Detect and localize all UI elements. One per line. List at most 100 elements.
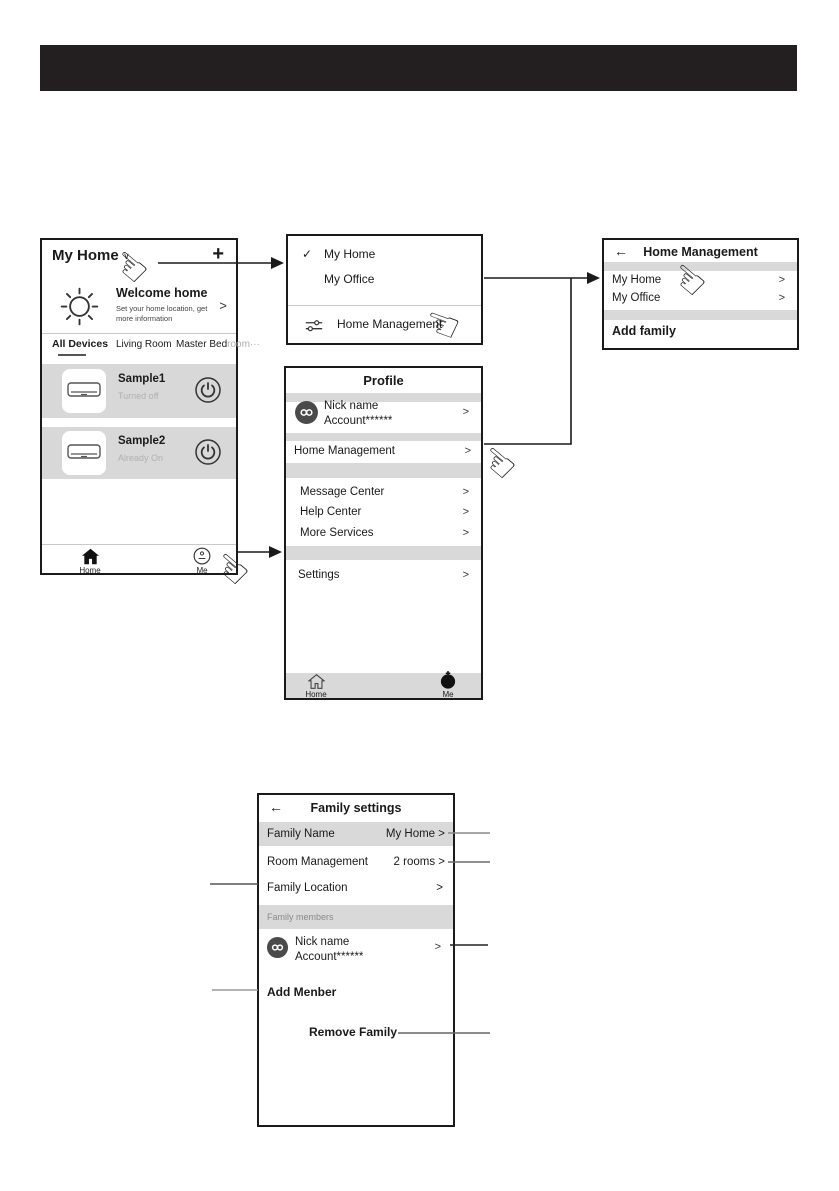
family-members-header: Family members: [267, 912, 334, 922]
device-name: Sample2: [118, 435, 166, 447]
row-family-name-label[interactable]: Family Name: [267, 828, 335, 840]
device-name: Sample1: [118, 373, 166, 385]
divider: [288, 305, 481, 306]
menu-settings[interactable]: Settings: [298, 569, 340, 581]
add-device-button[interactable]: +: [212, 243, 224, 265]
home-icon: [81, 548, 99, 565]
nav-home-label: Home: [305, 690, 327, 699]
add-member-button[interactable]: Add Menber: [267, 985, 337, 999]
ac-unit-thumbnail: [62, 369, 106, 413]
ac-unit-icon: [67, 444, 101, 459]
row-family-name-bg[interactable]: [259, 822, 453, 846]
nav-me[interactable]: Me: [432, 671, 464, 699]
section-band: [286, 463, 481, 478]
back-arrow-icon[interactable]: ←: [269, 799, 283, 815]
profile-nick-name: Nick name: [324, 400, 379, 412]
tab-master-bedroom[interactable]: Master Bedroom···: [176, 339, 260, 350]
check-icon: ✓: [302, 247, 313, 261]
power-button-icon[interactable]: [194, 438, 222, 466]
power-button-icon[interactable]: [194, 376, 222, 404]
tab-master-bedroom-label-muted: room···: [227, 339, 260, 350]
member-account: Account******: [295, 951, 364, 963]
avatar: [266, 936, 289, 959]
profile-screen: Profile Nick name Account****** > Home M…: [284, 366, 483, 700]
nav-me-label: Me: [442, 690, 454, 699]
nav-home[interactable]: Home: [300, 674, 332, 699]
home-screen: My Home ∨ + Welcome home Set your home l…: [40, 238, 260, 575]
divider: [42, 544, 236, 545]
chevron-right-icon: >: [462, 486, 469, 498]
divider: [42, 333, 236, 334]
nav-me[interactable]: Me: [186, 547, 218, 575]
section-band: [286, 393, 481, 402]
device-card-sample1[interactable]: Sample1 Turned off: [42, 364, 236, 418]
section-band: [286, 433, 481, 441]
section-band: [286, 546, 481, 560]
row-room-management-value[interactable]: 2 rooms >: [393, 856, 445, 868]
dropdown-home-management[interactable]: Home Management: [337, 317, 443, 331]
arrowhead: [271, 257, 284, 269]
nav-home[interactable]: Home: [74, 548, 106, 575]
sun-icon: [60, 287, 99, 326]
dropdown-item-my-office[interactable]: My Office: [324, 272, 375, 286]
connector-line: [484, 278, 572, 445]
chevron-right-icon: >: [778, 292, 785, 304]
chevron-right-icon[interactable]: >: [462, 406, 469, 418]
me-icon: [193, 547, 211, 565]
row-my-home-label[interactable]: My Home: [612, 274, 662, 286]
section-band: [604, 310, 797, 320]
dropdown-item-my-home[interactable]: My Home: [324, 247, 376, 261]
arrowhead: [269, 546, 282, 558]
home-dropdown-panel: ✓ My Home My Office Home Management: [286, 234, 483, 345]
menu-help-center[interactable]: Help Center: [300, 506, 362, 518]
menu-home-management[interactable]: Home Management: [294, 445, 395, 457]
row-family-location-value[interactable]: >: [436, 882, 443, 894]
welcome-title: Welcome home: [116, 286, 208, 300]
chevron-right-icon: >: [462, 569, 469, 581]
family-settings-screen: ← Family settings Family Name My Home > …: [257, 793, 455, 1127]
menu-message-center[interactable]: Message Center: [300, 486, 385, 498]
section-band: [604, 262, 797, 271]
chevron-right-icon[interactable]: >: [464, 445, 471, 457]
tab-all-devices[interactable]: All Devices: [52, 338, 109, 350]
add-family-button[interactable]: Add family: [612, 324, 676, 338]
row-family-name-value[interactable]: My Home >: [385, 828, 445, 840]
home-title-dropdown[interactable]: My Home ∨: [52, 247, 130, 265]
home-title: My Home: [52, 247, 119, 264]
tab-living-room[interactable]: Living Room: [116, 339, 172, 350]
member-nick-name[interactable]: Nick name: [295, 936, 350, 948]
home-management-icon: [305, 320, 323, 332]
screen-title: Profile: [363, 373, 404, 388]
nav-home-label: Home: [79, 566, 101, 575]
chevron-right-icon: >: [462, 506, 469, 518]
tab-master-bedroom-label: Master Bed: [176, 339, 228, 350]
device-card-sample2[interactable]: Sample2 Already On: [42, 427, 236, 479]
remove-family-button[interactable]: Remove Family: [309, 1025, 398, 1039]
chevron-right-icon: >: [778, 274, 785, 286]
home-outline-icon: [307, 674, 325, 689]
back-arrow-icon[interactable]: ←: [614, 243, 628, 259]
ac-unit-icon: [67, 382, 101, 397]
row-family-location-label[interactable]: Family Location: [267, 882, 348, 894]
screen-title: Home Management: [643, 245, 758, 259]
me-active-icon: [440, 671, 456, 689]
arrowhead: [587, 272, 600, 284]
chevron-right-icon[interactable]: >: [434, 941, 441, 953]
ac-unit-thumbnail: [62, 431, 106, 475]
device-status: Already On: [118, 453, 164, 463]
row-room-management-label[interactable]: Room Management: [267, 856, 368, 868]
page-title-bar: [40, 45, 797, 91]
home-management-screen: ← Home Management My Home > My Office > …: [602, 238, 799, 350]
chevron-down-icon: ∨: [123, 251, 130, 261]
profile-account: Account******: [324, 415, 393, 427]
menu-more-services[interactable]: More Services: [300, 527, 374, 539]
chevron-right-icon: >: [462, 527, 469, 539]
screen-title: Family settings: [310, 801, 402, 815]
nav-me-label: Me: [196, 566, 208, 575]
row-my-office-label[interactable]: My Office: [612, 292, 661, 304]
avatar: [295, 401, 318, 424]
welcome-subtitle: Set your home location, get more informa…: [116, 304, 208, 324]
tab-active-underline: [58, 354, 86, 356]
welcome-chevron-icon[interactable]: >: [219, 298, 227, 313]
